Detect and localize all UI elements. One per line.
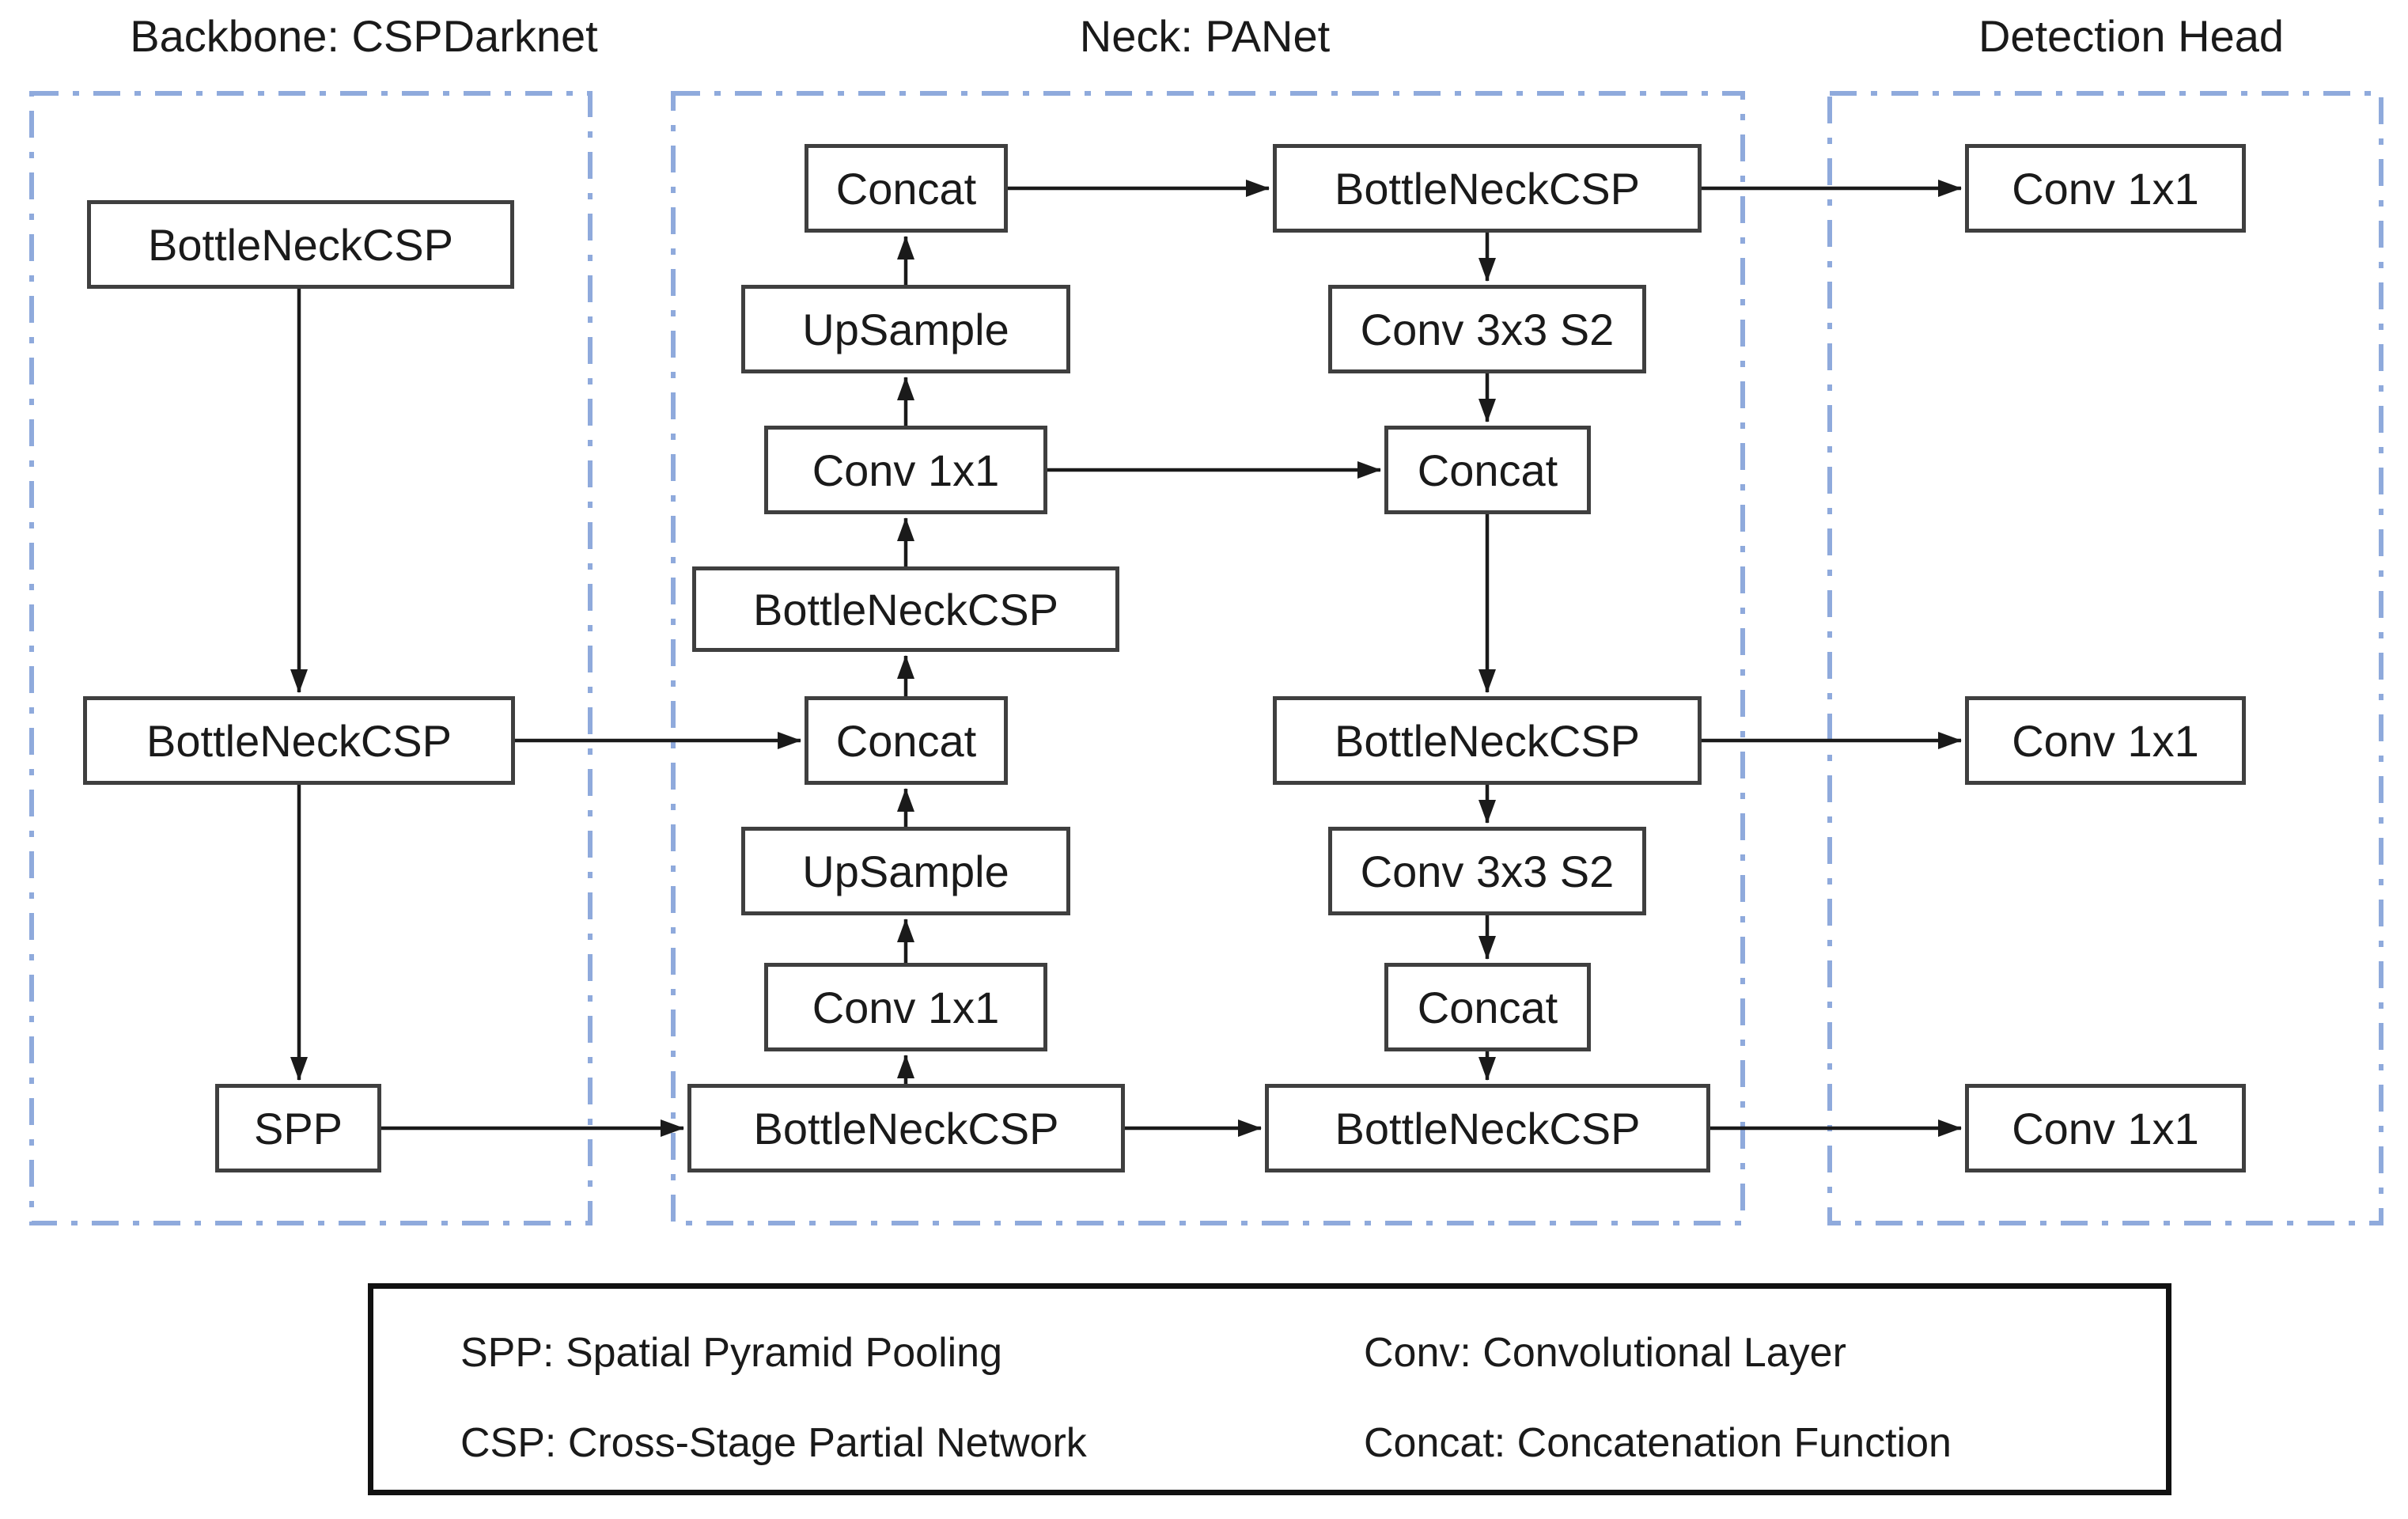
node-backbone-bottleneckcsp-2: BottleNeckCSP — [83, 696, 515, 785]
node-neck-concat-bottom-right: Concat — [1384, 963, 1591, 1051]
node-head-conv1x1-bottom: Conv 1x1 — [1965, 1084, 2246, 1172]
node-neck-concat-top: Concat — [805, 144, 1008, 233]
node-neck-upsample-bottom: UpSample — [741, 827, 1070, 915]
node-backbone-bottleneckcsp-1: BottleNeckCSP — [87, 200, 514, 289]
node-head-conv1x1-top: Conv 1x1 — [1965, 144, 2246, 233]
legend-box — [368, 1283, 2171, 1495]
node-neck-concat-mid: Concat — [805, 696, 1008, 785]
node-neck-conv1x1-mid: Conv 1x1 — [764, 426, 1047, 514]
legend-item-csp: CSP: Cross-Stage Partial Network — [460, 1420, 1087, 1466]
node-neck-bottleneckcsp-bottom: BottleNeckCSP — [687, 1084, 1125, 1172]
legend-item-conv: Conv: Convolutional Layer — [1364, 1330, 1846, 1376]
node-neck-bottleneckcsp-mid-right: BottleNeckCSP — [1273, 696, 1702, 785]
node-neck-concat-right: Concat — [1384, 426, 1591, 514]
legend-item-spp: SPP: Spatial Pyramid Pooling — [460, 1330, 1003, 1376]
node-neck-upsample-top: UpSample — [741, 285, 1070, 373]
neck-section-border — [671, 91, 1745, 1225]
backbone-section-border — [29, 91, 593, 1225]
head-section-border — [1827, 91, 2383, 1225]
node-neck-bottleneckcsp-top-right: BottleNeckCSP — [1273, 144, 1702, 233]
node-neck-conv1x1-bottom: Conv 1x1 — [764, 963, 1047, 1051]
backbone-section-title: Backbone: CSPDarknet — [130, 11, 598, 61]
node-spp: SPP — [215, 1084, 381, 1172]
node-head-conv1x1-mid: Conv 1x1 — [1965, 696, 2246, 785]
legend-item-concat: Concat: Concatenation Function — [1364, 1420, 1952, 1466]
neck-section-title: Neck: PANet — [1079, 11, 1331, 61]
node-neck-conv3x3-bottom: Conv 3x3 S2 — [1328, 827, 1646, 915]
node-neck-bottleneckcsp-mid: BottleNeckCSP — [692, 566, 1119, 652]
node-neck-bottleneckcsp-bottom-right: BottleNeckCSP — [1265, 1084, 1710, 1172]
head-section-title: Detection Head — [1978, 11, 2284, 61]
node-neck-conv3x3-top: Conv 3x3 S2 — [1328, 285, 1646, 373]
